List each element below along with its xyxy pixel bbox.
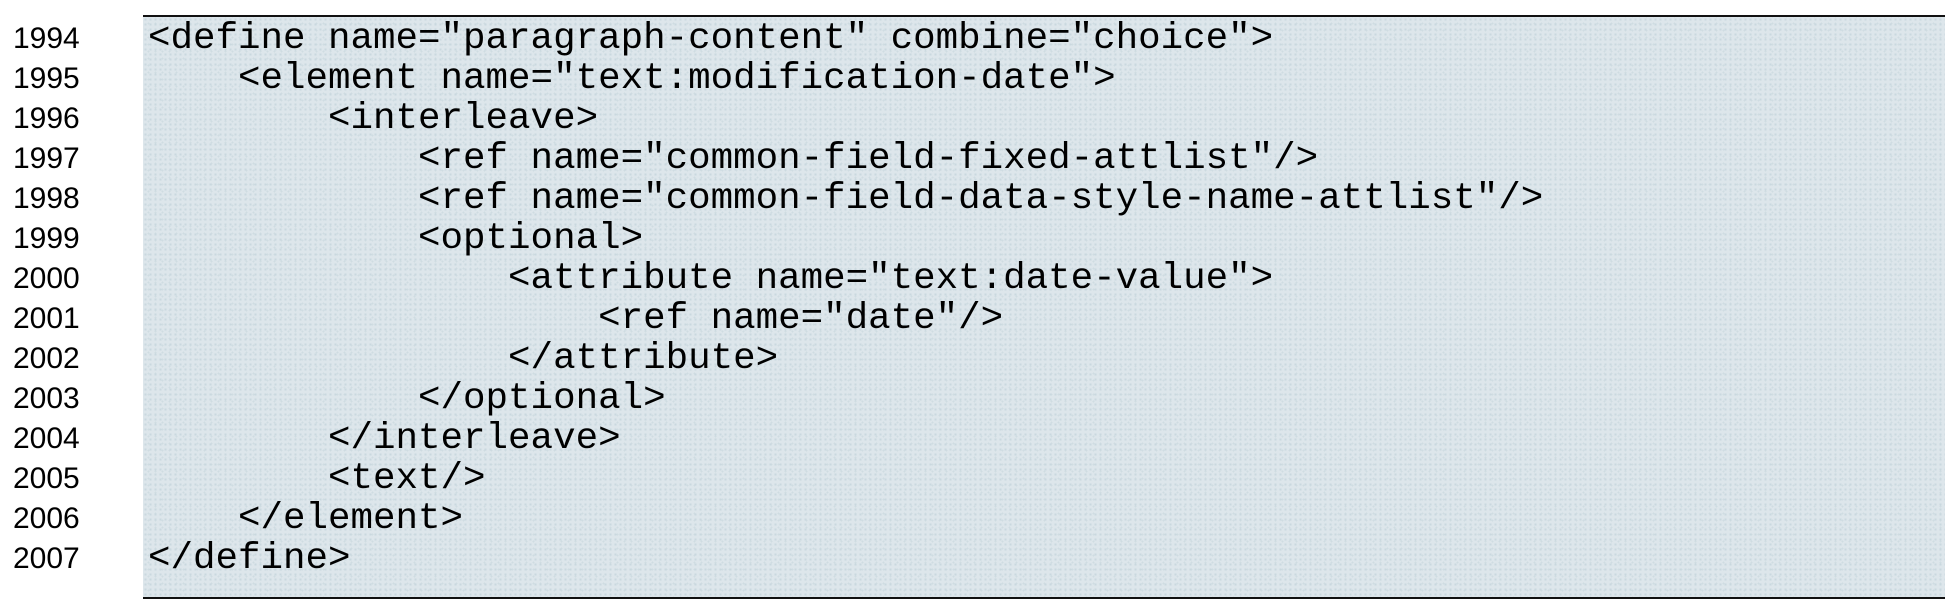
line-number: 1995: [13, 62, 80, 95]
code-line: <ref name="date"/>: [148, 298, 1004, 340]
code-line: <define name="paragraph-content" combine…: [148, 18, 1274, 60]
line-number: 2002: [13, 342, 80, 375]
line-number: 2007: [13, 542, 80, 575]
line-number: 2006: [13, 502, 80, 535]
code-panel: <define name="paragraph-content" combine…: [143, 15, 1945, 599]
line-number: 2004: [13, 422, 80, 455]
line-number: 2005: [13, 462, 80, 495]
code-line: <ref name="common-field-fixed-attlist"/>: [148, 138, 1319, 180]
line-number: 2001: [13, 302, 80, 335]
code-line: <ref name="common-field-data-style-name-…: [148, 178, 1544, 220]
code-line: </define>: [148, 538, 351, 580]
code-line: <text/>: [148, 458, 486, 500]
code-line: <attribute name="text:date-value">: [148, 258, 1274, 300]
code-line: </attribute>: [148, 338, 779, 380]
code-line: </interleave>: [148, 418, 621, 460]
code-line: <interleave>: [148, 98, 599, 140]
line-number: 2000: [13, 262, 80, 295]
code-line: <optional>: [148, 218, 644, 260]
code-line: </element>: [148, 498, 464, 540]
code-listing: <define name="paragraph-content" combine…: [148, 19, 1543, 579]
line-number: 1997: [13, 142, 80, 175]
line-number: 1999: [13, 222, 80, 255]
line-number: 1994: [13, 22, 80, 55]
line-number: 1998: [13, 182, 80, 215]
code-line: </optional>: [148, 378, 666, 420]
line-number: 1996: [13, 102, 80, 135]
line-number-gutter: 1994 1995 1996 1997 1998 1999 2000 2001 2002 2003…: [13, 19, 133, 579]
code-line: <element name="text:modification-date">: [148, 58, 1116, 100]
line-number: 2003: [13, 382, 80, 415]
